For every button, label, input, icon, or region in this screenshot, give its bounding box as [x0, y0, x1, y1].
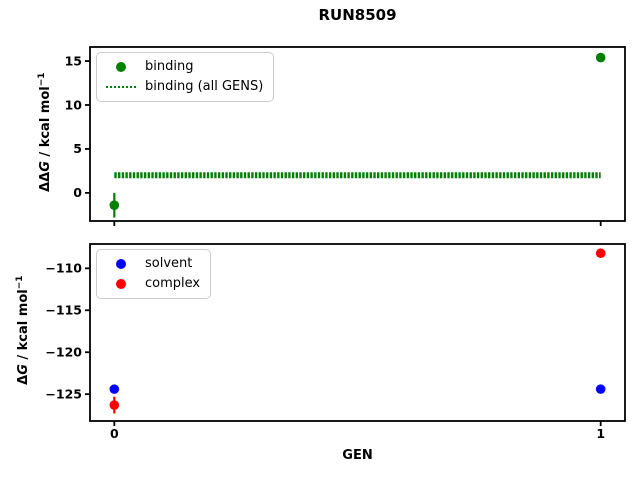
legend-label: solvent [145, 256, 193, 271]
data-point [595, 248, 606, 259]
plot-frame [89, 46, 626, 222]
y-tick-label: −115 [45, 303, 82, 318]
bottom-ylabel-var: G [16, 364, 32, 375]
legend-label: complex [145, 276, 201, 291]
bottom-legend: solvent complex [96, 249, 212, 299]
data-point [595, 52, 606, 63]
top-ylabel: ΔΔG / kcal mol−1 [37, 32, 53, 232]
y-tick-label: −120 [45, 345, 82, 360]
binding-marker-icon [103, 62, 139, 72]
y-tick-label: 15 [65, 53, 82, 68]
y-tick-label: 10 [65, 97, 83, 112]
x-axis-label: GEN [342, 448, 373, 463]
bottom-ylabel-sup: −1 [14, 275, 25, 290]
solvent-marker-icon [103, 259, 139, 269]
y-tick-label: 5 [73, 141, 82, 156]
red-dot-icon [116, 279, 126, 289]
top-ylabel-sup: −1 [36, 72, 47, 87]
top-legend: binding binding (all GENS) [96, 52, 275, 102]
plot-frame [89, 243, 626, 422]
top-ylabel-var: G [38, 161, 54, 172]
data-point [109, 384, 120, 394]
legend-item-binding: binding [103, 57, 263, 77]
complex-marker-icon [103, 279, 139, 289]
top-ylabel-rest: / kcal mol [38, 86, 54, 162]
legend-label: binding [145, 59, 194, 74]
legend-item-complex: complex [103, 274, 200, 294]
y-tick-label: −110 [45, 261, 82, 276]
legend-item-solvent: solvent [103, 254, 200, 274]
dotted-line-marker-icon [103, 86, 139, 88]
legend-item-binding-all-gens: binding (all GENS) [103, 77, 263, 97]
green-dotted-line-icon [106, 86, 136, 88]
data-point [595, 384, 606, 394]
data-point [109, 400, 120, 410]
legend-label: binding (all GENS) [145, 79, 264, 94]
green-dot-icon [116, 62, 126, 72]
x-tick-label: 0 [110, 426, 119, 441]
top-ylabel-prefix: ΔΔ [38, 171, 54, 192]
data-point [109, 200, 120, 210]
bottom-ylabel: ΔG / kcal mol−1 [15, 230, 31, 430]
blue-dot-icon [116, 259, 126, 269]
y-tick-label: −125 [45, 386, 82, 401]
figure-title: RUN8509 [318, 6, 397, 24]
bottom-ylabel-rest: / kcal mol [16, 289, 32, 365]
x-tick-label: 1 [596, 426, 605, 441]
y-tick-label: 0 [73, 185, 82, 200]
bottom-ylabel-prefix: Δ [16, 374, 32, 385]
